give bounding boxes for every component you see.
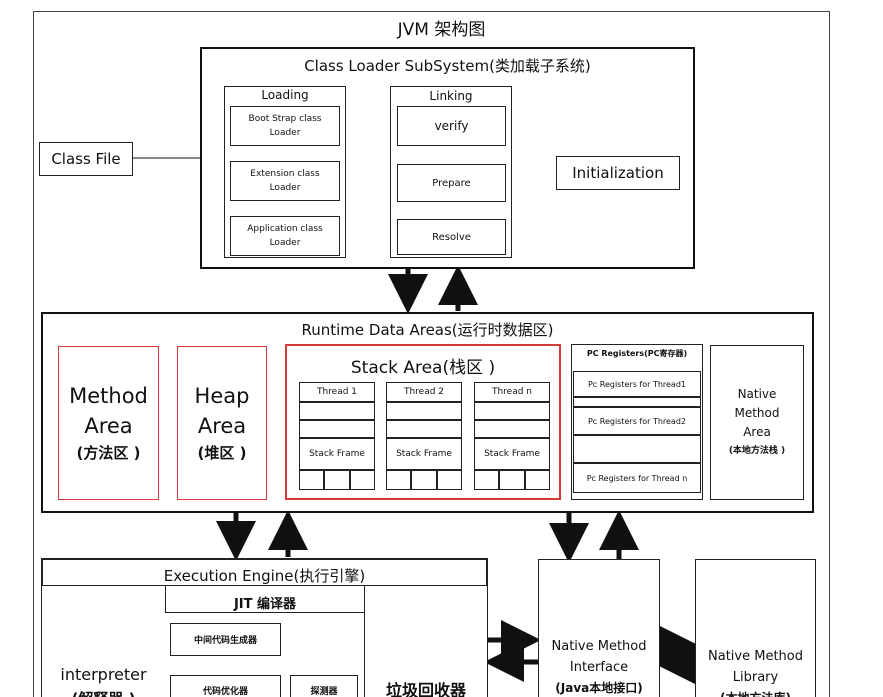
native-method-library: Native Method Library (本地方法库) xyxy=(695,559,816,697)
pc-register-thread2: Pc Registers for Thread2 xyxy=(573,407,701,435)
diagram-title: JVM 架构图 xyxy=(397,20,486,40)
thread-slot xyxy=(386,420,462,438)
class-file-label: Class File xyxy=(51,150,121,168)
thread-header-3: Thread n xyxy=(474,382,550,402)
stack-frame-cell xyxy=(474,470,500,490)
pc-register-threadn: Pc Registers for Thread n xyxy=(573,463,701,493)
thread-slot xyxy=(386,402,462,420)
method-area: Method Area (方法区 ) xyxy=(58,346,159,500)
thread-header-1: Thread 1 xyxy=(299,382,375,402)
stack-frame-label: Stack Frame xyxy=(299,438,375,470)
extension-loader: Extension class Loader xyxy=(230,161,340,201)
verify-step: verify xyxy=(397,106,506,146)
stack-frame-label: Stack Frame xyxy=(474,438,550,470)
thread-slot xyxy=(474,420,550,438)
class-loader-title: Class Loader SubSystem(类加载子系统) xyxy=(304,57,591,75)
heap-area: Heap Area (堆区 ) xyxy=(177,346,267,500)
garbage-collector-box xyxy=(364,586,488,697)
loading-title: Loading xyxy=(261,88,309,102)
prepare-step: Prepare xyxy=(397,164,506,202)
execution-engine-title: Execution Engine(执行引擎) xyxy=(163,567,366,585)
native-method-area: Native Method Area (本地方法栈 ) xyxy=(710,345,804,500)
pc-registers-title: PC Registers(PC寄存器) xyxy=(586,349,688,358)
stack-frame-cell xyxy=(324,470,350,490)
execution-engine-header xyxy=(41,558,488,587)
application-loader: Application class Loader xyxy=(230,216,340,256)
profiler: 探测器 xyxy=(290,675,358,697)
thread-slot xyxy=(299,402,375,420)
initialization-box: Initialization xyxy=(556,156,680,190)
interpreter-box xyxy=(41,586,166,697)
stack-frame-cell xyxy=(436,470,462,490)
stack-frame-cell xyxy=(386,470,412,490)
interpreter-cn-label: (解释器 ) xyxy=(41,688,166,697)
stack-frame-label: Stack Frame xyxy=(386,438,462,470)
class-file-box: Class File xyxy=(39,142,133,176)
garbage-collector-label: 垃圾回收器 xyxy=(385,681,466,697)
thread-slot xyxy=(299,420,375,438)
interpreter-label: interpreter xyxy=(60,665,147,684)
stack-frame-cell xyxy=(411,470,437,490)
thread-slot xyxy=(474,402,550,420)
native-method-interface: Native Method Interface (Java本地接口) xyxy=(538,559,660,697)
linking-title: Linking xyxy=(429,89,473,103)
stack-frame-cell xyxy=(499,470,525,490)
bootstrap-loader: Boot Strap class Loader xyxy=(230,106,340,146)
stack-frame-cell xyxy=(524,470,550,490)
code-optimizer: 代码优化器 xyxy=(170,675,281,697)
stack-frame-cell xyxy=(349,470,375,490)
pc-register-empty xyxy=(573,435,701,463)
pc-register-thread1: Pc Registers for Thread1 xyxy=(573,371,701,397)
stack-frame-cell xyxy=(299,470,325,490)
jit-compiler-title: JIT 编译器 xyxy=(233,597,297,612)
resolve-step: Resolve xyxy=(397,219,506,255)
stack-area-title: Stack Area(栈区 ) xyxy=(350,358,496,378)
runtime-title: Runtime Data Areas(运行时数据区) xyxy=(301,321,554,339)
jvm-outer-frame xyxy=(33,11,830,697)
pc-register-gap xyxy=(573,397,701,407)
thread-header-2: Thread 2 xyxy=(386,382,462,402)
ir-generator: 中间代码生成器 xyxy=(170,623,281,656)
